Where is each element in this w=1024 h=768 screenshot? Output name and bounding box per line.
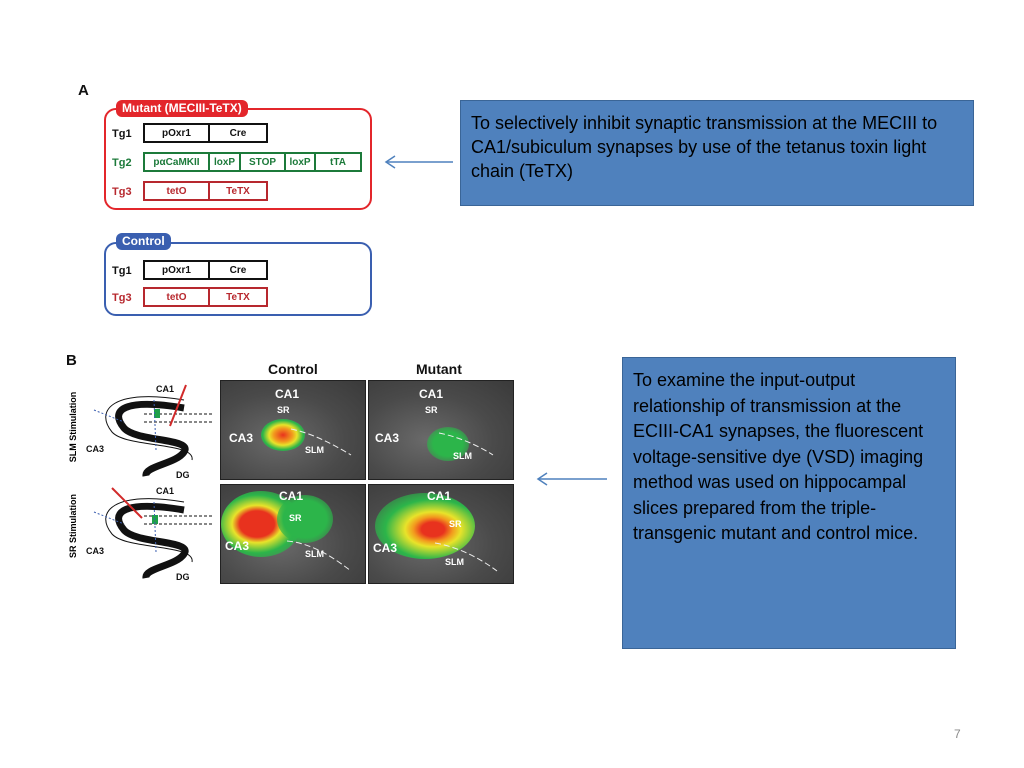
gene-cell: tTA bbox=[314, 154, 360, 170]
mutant-tg3-construct: tetO TeTX bbox=[143, 181, 268, 201]
vsd-image-control-sr: CA1 SR CA3 SLM bbox=[220, 484, 366, 584]
image-ca3-label: CA3 bbox=[373, 541, 398, 555]
image-ca1-label: CA1 bbox=[275, 387, 300, 401]
panel-b-letter: B bbox=[66, 352, 77, 369]
vsd-image-control-slm: CA1 SR CA3 SLM bbox=[220, 380, 366, 480]
hippocampus-schematic-slm: CA1 CA3 DG bbox=[86, 384, 212, 480]
schematic-ca3-label: CA3 bbox=[86, 546, 104, 556]
gene-cell: pαCaMKII bbox=[153, 156, 200, 168]
activation-heatmap bbox=[277, 495, 333, 543]
callout-top: To selectively inhibit synaptic transmis… bbox=[460, 100, 974, 206]
image-sr-label: SR bbox=[289, 513, 302, 523]
gene-cell: tetO bbox=[166, 185, 187, 197]
gene-cell: Cre bbox=[208, 262, 266, 278]
column-title-control: Control bbox=[268, 361, 318, 377]
image-sr-label: SR bbox=[277, 405, 290, 415]
arrow-left-icon bbox=[384, 155, 453, 169]
gene-cell: loxP bbox=[208, 154, 239, 170]
gene-cell: TeTX bbox=[208, 289, 266, 305]
row-label-sr-stimulation: SR Stimulation bbox=[68, 494, 78, 559]
schematic-ca1-label: CA1 bbox=[156, 486, 174, 496]
row-label-slm-stimulation: SLM Stimulation bbox=[68, 391, 78, 463]
image-ca1-label: CA1 bbox=[279, 489, 304, 503]
activation-heatmap bbox=[375, 493, 475, 559]
mutant-tg2-construct: pαCaMKII loxP STOP loxP tTA bbox=[143, 152, 362, 172]
control-group-tag: Control bbox=[116, 233, 171, 250]
image-ca3-label: CA3 bbox=[375, 431, 400, 445]
schematic-ca1-label: CA1 bbox=[156, 384, 174, 394]
mutant-tg3-label: Tg3 bbox=[112, 186, 132, 198]
gene-cell: tetO bbox=[166, 291, 187, 303]
image-slm-label: SLM bbox=[305, 445, 324, 455]
arrow-left-icon bbox=[536, 472, 607, 486]
schematic-dg-label: DG bbox=[176, 572, 190, 582]
mutant-tg1-label: Tg1 bbox=[112, 128, 132, 140]
gene-cell: Cre bbox=[208, 125, 266, 141]
image-slm-label: SLM bbox=[305, 549, 324, 559]
image-sr-label: SR bbox=[449, 519, 462, 529]
vsd-image-mutant-sr: CA1 SR CA3 SLM bbox=[368, 484, 514, 584]
image-slm-label: SLM bbox=[445, 557, 464, 567]
control-tg1-label: Tg1 bbox=[112, 265, 132, 277]
image-ca1-label: CA1 bbox=[427, 489, 452, 503]
control-group-box bbox=[104, 242, 372, 316]
image-ca1-label: CA1 bbox=[419, 387, 444, 401]
column-title-mutant: Mutant bbox=[416, 361, 462, 377]
slide-number: 7 bbox=[954, 727, 961, 741]
gene-cell: loxP bbox=[284, 154, 314, 170]
schematic-dg-label: DG bbox=[176, 470, 190, 480]
control-tg1-construct: pOxr1 Cre bbox=[143, 260, 268, 280]
panel-a-letter: A bbox=[78, 82, 89, 99]
schematic-ca3-label: CA3 bbox=[86, 444, 104, 454]
hippocampus-schematic-sr: CA1 CA3 DG bbox=[86, 486, 212, 582]
mutant-tg1-construct: pOxr1 Cre bbox=[143, 123, 268, 143]
mutant-group-tag: Mutant (MECIII-TeTX) bbox=[116, 100, 248, 117]
activation-heatmap bbox=[427, 427, 469, 461]
callout-bottom: To examine the input-output relationship… bbox=[622, 357, 956, 649]
image-sr-label: SR bbox=[425, 405, 438, 415]
gene-cell: STOP bbox=[239, 154, 284, 170]
control-tg3-construct: tetO TeTX bbox=[143, 287, 268, 307]
gene-cell: pOxr1 bbox=[162, 264, 191, 276]
mutant-tg2-label: Tg2 bbox=[112, 157, 132, 169]
gene-cell: pOxr1 bbox=[162, 127, 191, 139]
image-ca3-label: CA3 bbox=[225, 539, 250, 553]
vsd-image-mutant-slm: CA1 SR CA3 SLM bbox=[368, 380, 514, 480]
image-ca3-label: CA3 bbox=[229, 431, 254, 445]
activation-heatmap bbox=[261, 419, 305, 451]
control-tg3-label: Tg3 bbox=[112, 292, 132, 304]
image-slm-label: SLM bbox=[453, 451, 472, 461]
gene-cell: TeTX bbox=[208, 183, 266, 199]
